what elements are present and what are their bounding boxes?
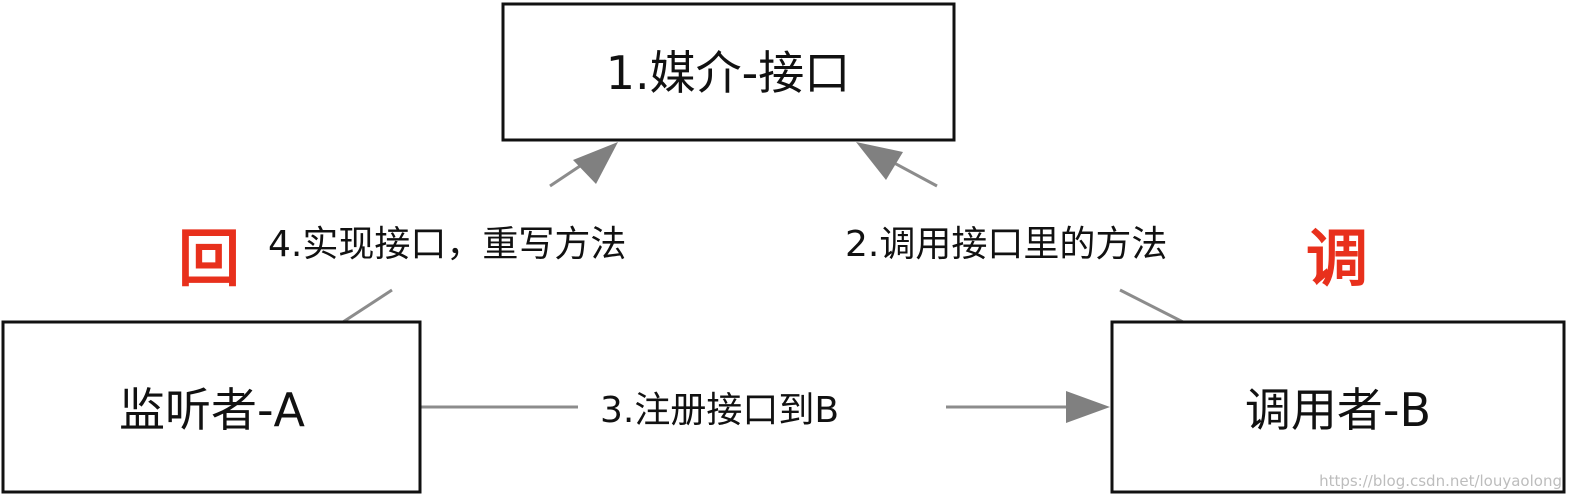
node-interface-box — [501, 2, 956, 142]
edge-register-arrowhead — [1066, 391, 1110, 423]
node-interface-label: 1.媒介-接口 — [606, 46, 851, 100]
node-listener-box — [1, 320, 422, 494]
edge-invoke-label: 2.调用接口里的方法 — [845, 224, 1167, 265]
node-interface: 1.媒介-接口 — [501, 2, 956, 142]
edge-register — [421, 391, 1110, 423]
node-caller-box — [1110, 320, 1566, 494]
edge-implement-label: 4.实现接口，重写方法 — [268, 224, 626, 265]
node-caller-label: 调用者-B — [1245, 383, 1431, 437]
edge-implement-arrowhead — [573, 142, 618, 184]
callback-mark-left: 回 — [178, 222, 240, 295]
node-caller: 调用者-B — [1110, 320, 1566, 494]
node-listener: 监听者-A — [1, 320, 422, 494]
edge-implement — [342, 142, 618, 324]
edge-register-label: 3.注册接口到B — [600, 390, 839, 431]
edge-invoke-arrowhead — [856, 142, 903, 180]
callback-mark-right: 调 — [1306, 222, 1368, 295]
node-listener-label: 监听者-A — [119, 383, 306, 437]
edge-invoke-line-lower — [1119, 288, 1184, 324]
edge-invoke — [856, 142, 1184, 324]
edge-implement-line-lower — [342, 288, 393, 324]
watermark-url: https://blog.csdn.net/louyaolong — [1319, 472, 1562, 490]
